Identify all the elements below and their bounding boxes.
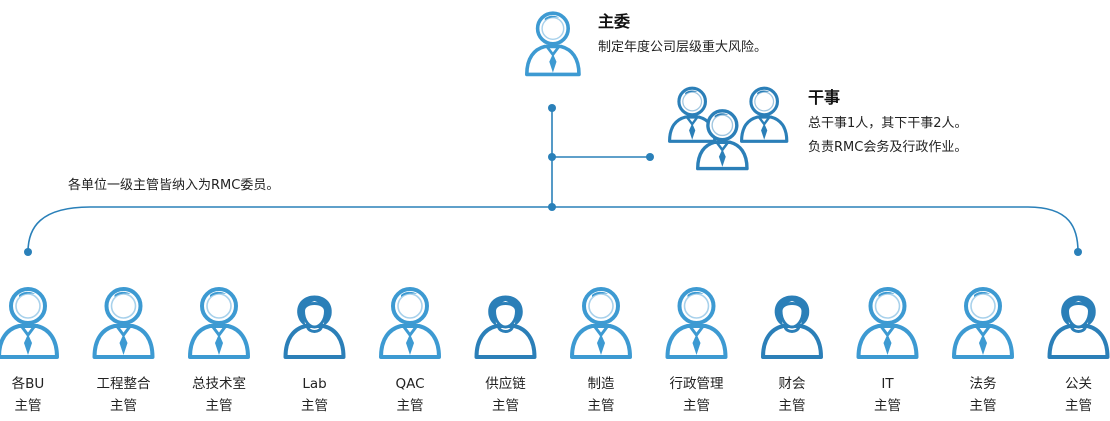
manager-unit-name: 公关 [1065,376,1092,392]
secretary-description-line1: 总干事1人，其下干事2人。 [808,116,968,131]
manager-unit-name: IT [881,376,894,392]
secretary-group-icon [667,86,789,171]
manager-role: 主管 [110,398,137,414]
manager-unit-name: Lab [302,376,327,392]
manager-label: 法务主管 [937,373,1029,417]
secretary-title: 干事 [808,88,841,107]
manager-label: 总技术室主管 [173,373,265,417]
secretary-description-line2: 负责RMC会务及行政作业。 [808,140,968,155]
manager-role: 主管 [683,398,710,414]
manager-role: 主管 [1065,398,1092,414]
manager-unit-name: QAC [395,376,425,392]
manager-unit-name: 行政管理 [669,376,724,392]
manager-unit-name: 总技术室 [192,376,246,392]
female-person-icon [1047,293,1110,359]
chair-description: 制定年度公司层级重大风险。 [598,40,768,55]
male-person-icon [0,287,59,359]
manager-label: 财会主管 [746,373,838,417]
manager-label: 供应链主管 [460,373,552,417]
manager-unit-name: 制造 [587,376,615,392]
male-person-icon [856,287,919,359]
manager-role: 主管 [301,398,328,414]
manager-role: 主管 [396,398,424,414]
female-person-icon [761,293,823,359]
manager-label: 公关主管 [1033,373,1110,417]
manager-unit-name: 工程整合 [96,376,151,392]
manager-role: 主管 [14,398,42,414]
male-person-icon [570,287,632,359]
manager-role: 主管 [874,398,901,414]
manager-label: IT 主管 [842,373,934,417]
committee-note: 各单位一级主管皆纳入为RMC委员。 [68,178,280,193]
managers-row [0,287,1110,359]
female-person-icon [474,293,537,359]
chair-person-icon [524,11,581,77]
male-person-icon [92,287,155,359]
manager-role: 主管 [492,398,519,414]
manager-unit-name: 法务 [969,376,997,392]
male-person-icon [952,287,1014,359]
female-person-icon [283,293,346,359]
manager-label: Lab 主管 [269,373,361,417]
chair-title: 主委 [598,12,631,31]
manager-label: 制造主管 [555,373,647,417]
male-person-icon [665,287,728,359]
manager-role: 主管 [778,398,806,414]
male-person-icon [188,287,250,359]
manager-label: QAC 主管 [364,373,456,417]
manager-label: 工程整合主管 [78,373,170,417]
manager-unit-name: 各BU [11,376,45,392]
connector-dots [24,104,1082,256]
manager-label: 各BU 主管 [0,373,74,417]
manager-role: 主管 [969,398,997,414]
manager-label: 行政管理主管 [651,373,743,417]
manager-role: 主管 [205,398,233,414]
manager-unit-name: 财会 [778,376,806,392]
manager-role: 主管 [587,398,615,414]
manager-unit-name: 供应链 [485,376,526,392]
male-person-icon [379,287,441,359]
